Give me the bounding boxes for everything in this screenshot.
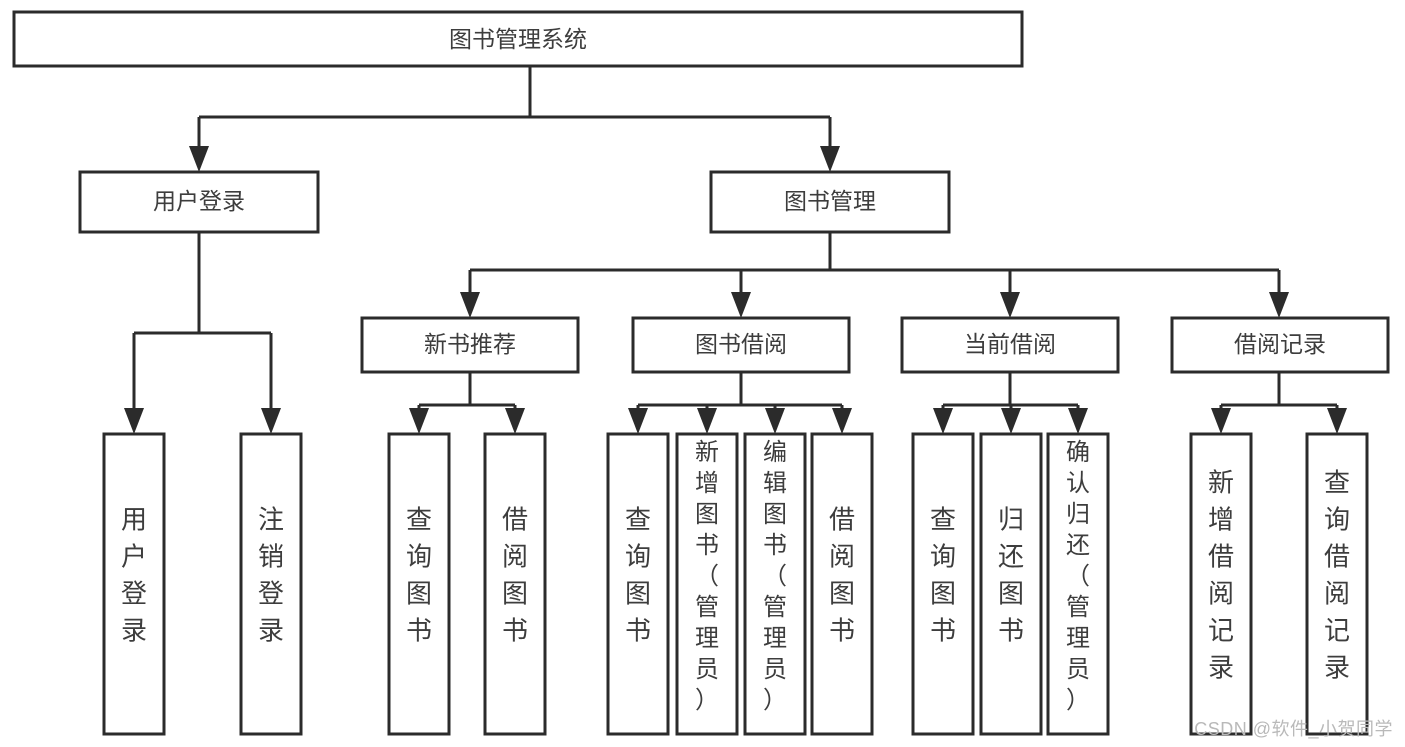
node-leaf-query-borrow-record[interactable]: 查询借阅记录 bbox=[1305, 432, 1369, 736]
node-leaf-add-book-admin[interactable]: 新增图书（管理员） bbox=[675, 432, 739, 736]
node-leaf-query-books-current-box[interactable] bbox=[911, 432, 975, 736]
arrow-bb-leaf-3 bbox=[765, 408, 785, 434]
node-current-borrow[interactable]: 当前借阅 bbox=[900, 316, 1120, 374]
node-leaf-user-logout-label: 注销登录 bbox=[258, 505, 284, 646]
node-leaf-add-book-admin-box[interactable] bbox=[675, 432, 739, 736]
node-leaf-return-books-label: 归还图书 bbox=[998, 505, 1024, 646]
arrow-user-login-leaf-1 bbox=[124, 408, 144, 434]
arrow-bb-leaf-1 bbox=[628, 408, 648, 434]
node-leaf-borrow-books-box[interactable] bbox=[810, 432, 874, 736]
node-book-management[interactable]: 图书管理 bbox=[709, 170, 951, 234]
node-leaf-add-borrow-record-label: 新增借阅记录 bbox=[1208, 468, 1234, 683]
node-leaf-user-logout[interactable]: 注销登录 bbox=[239, 432, 303, 736]
arrow-cb-leaf-3 bbox=[1068, 408, 1088, 434]
node-leaf-user-logout-box[interactable] bbox=[239, 432, 303, 736]
arrow-root-to-book-management bbox=[820, 146, 840, 172]
node-leaf-user-login-box[interactable] bbox=[102, 432, 166, 736]
arrow-br-leaf-2 bbox=[1327, 408, 1347, 434]
arrow-root-to-user-login bbox=[189, 146, 209, 172]
node-leaf-borrow-books-recommend[interactable]: 借阅图书 bbox=[483, 432, 547, 736]
connector-group-book-management bbox=[460, 232, 1289, 318]
node-user-login-label: 用户登录 bbox=[153, 188, 245, 214]
csdn-watermark: CSDN @软件_小贺同学 bbox=[1194, 719, 1393, 739]
connector-group-new-book-recommend bbox=[409, 372, 525, 434]
node-leaf-query-books-current-label: 查询图书 bbox=[930, 505, 956, 646]
node-leaf-query-borrow-record-box[interactable] bbox=[1305, 432, 1369, 736]
connector-group-borrow-record bbox=[1211, 372, 1347, 434]
arrow-bm-to-book-borrow bbox=[731, 292, 751, 318]
node-leaf-borrow-books-recommend-label: 借阅图书 bbox=[502, 505, 528, 646]
node-leaf-query-books-recommend-box[interactable] bbox=[387, 432, 451, 736]
node-borrow-record-label: 借阅记录 bbox=[1234, 331, 1326, 357]
arrow-nbr-leaf-2 bbox=[505, 408, 525, 434]
node-book-borrow-box[interactable] bbox=[631, 316, 851, 374]
arrow-nbr-leaf-1 bbox=[409, 408, 429, 434]
node-leaf-edit-book-admin-box[interactable] bbox=[743, 432, 807, 736]
node-leaf-query-books-recommend-label: 查询图书 bbox=[406, 505, 432, 646]
connector-group-root bbox=[189, 66, 840, 172]
node-leaf-query-books-borrow[interactable]: 查询图书 bbox=[606, 432, 670, 736]
arrow-br-leaf-1 bbox=[1211, 408, 1231, 434]
node-leaf-borrow-books-label: 借阅图书 bbox=[829, 505, 855, 646]
node-leaf-add-borrow-record[interactable]: 新增借阅记录 bbox=[1189, 432, 1253, 736]
node-leaf-query-books-recommend[interactable]: 查询图书 bbox=[387, 432, 451, 736]
arrow-cb-leaf-1 bbox=[933, 408, 953, 434]
node-leaf-query-borrow-record-label: 查询借阅记录 bbox=[1324, 468, 1350, 683]
node-leaf-return-books[interactable]: 归还图书 bbox=[979, 432, 1043, 736]
node-root-box[interactable] bbox=[12, 10, 1024, 68]
arrow-bm-to-borrow-record bbox=[1269, 292, 1289, 318]
arrow-bm-to-current-borrow bbox=[1000, 292, 1020, 318]
node-book-borrow-label: 图书借阅 bbox=[695, 331, 787, 357]
node-root[interactable]: 图书管理系统 bbox=[12, 10, 1024, 68]
node-root-label: 图书管理系统 bbox=[449, 26, 587, 52]
node-leaf-borrow-books[interactable]: 借阅图书 bbox=[810, 432, 874, 736]
connector-group-book-borrow bbox=[628, 372, 852, 434]
node-leaf-add-borrow-record-box[interactable] bbox=[1189, 432, 1253, 736]
arrow-bm-to-new-book-recommend bbox=[460, 292, 480, 318]
arrow-user-login-leaf-2 bbox=[261, 408, 281, 434]
node-leaf-add-book-admin-label: 新增图书（管理员） bbox=[695, 439, 719, 714]
node-new-book-recommend[interactable]: 新书推荐 bbox=[360, 316, 580, 374]
node-new-book-recommend-label: 新书推荐 bbox=[424, 331, 516, 357]
node-leaf-edit-book-admin-label: 编辑图书（管理员） bbox=[763, 439, 787, 714]
node-leaf-query-books-borrow-label: 查询图书 bbox=[625, 505, 651, 646]
node-leaf-confirm-return-admin[interactable]: 确认归还（管理员） bbox=[1046, 432, 1110, 736]
node-leaf-query-books-current[interactable]: 查询图书 bbox=[911, 432, 975, 736]
connector-group-current-borrow bbox=[933, 372, 1088, 434]
node-leaf-borrow-books-recommend-box[interactable] bbox=[483, 432, 547, 736]
node-new-book-recommend-box[interactable] bbox=[360, 316, 580, 374]
node-current-borrow-label: 当前借阅 bbox=[964, 331, 1056, 357]
node-leaf-user-login[interactable]: 用户登录 bbox=[102, 432, 166, 736]
arrow-bb-leaf-2 bbox=[697, 408, 717, 434]
node-borrow-record-box[interactable] bbox=[1170, 316, 1390, 374]
connector-group-user-login bbox=[124, 232, 281, 434]
node-user-login-box[interactable] bbox=[78, 170, 320, 234]
node-leaf-edit-book-admin[interactable]: 编辑图书（管理员） bbox=[743, 432, 807, 736]
node-leaf-query-books-borrow-box[interactable] bbox=[606, 432, 670, 736]
arrow-cb-leaf-2 bbox=[1001, 408, 1021, 434]
node-leaf-return-books-box[interactable] bbox=[979, 432, 1043, 736]
node-current-borrow-box[interactable] bbox=[900, 316, 1120, 374]
node-leaf-confirm-return-admin-label: 确认归还（管理员） bbox=[1066, 439, 1090, 714]
node-leaf-user-login-label: 用户登录 bbox=[121, 505, 147, 646]
node-user-login[interactable]: 用户登录 bbox=[78, 170, 320, 234]
node-borrow-record[interactable]: 借阅记录 bbox=[1170, 316, 1390, 374]
node-book-management-box[interactable] bbox=[709, 170, 951, 234]
node-book-borrow[interactable]: 图书借阅 bbox=[631, 316, 851, 374]
node-leaf-confirm-return-admin-box[interactable] bbox=[1046, 432, 1110, 736]
arrow-bb-leaf-4 bbox=[832, 408, 852, 434]
node-book-management-label: 图书管理 bbox=[784, 188, 876, 214]
